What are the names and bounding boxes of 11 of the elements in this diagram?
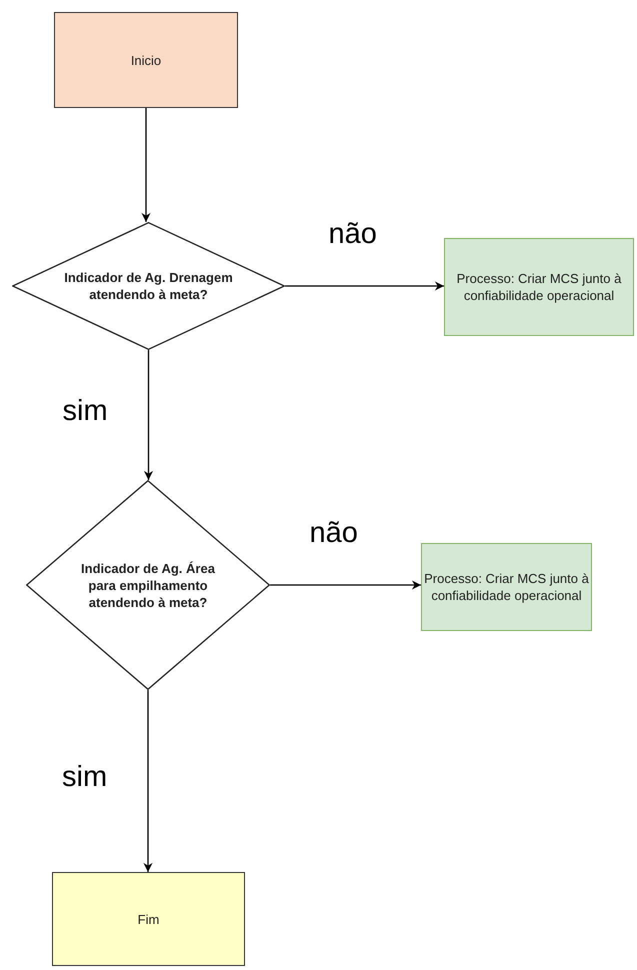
node-text: Indicador de Ag. Drenagem atendendo à meta? <box>63 269 234 303</box>
node-text: Fim <box>136 910 160 928</box>
arrow <box>143 690 153 872</box>
arrow <box>285 281 444 291</box>
node-text: Processo: Criar MCS junto à confiabilidade operacional <box>456 270 622 304</box>
node-text: Inicio <box>130 52 162 68</box>
arrow <box>144 350 154 480</box>
arrow <box>270 580 421 590</box>
node-text: Processo: Criar MCS junto à confiabilidade operacional <box>424 570 589 604</box>
node-text: Indicador de Ag. Área para empilhamento atendendo à meta? <box>80 560 216 610</box>
arrow <box>141 108 151 222</box>
